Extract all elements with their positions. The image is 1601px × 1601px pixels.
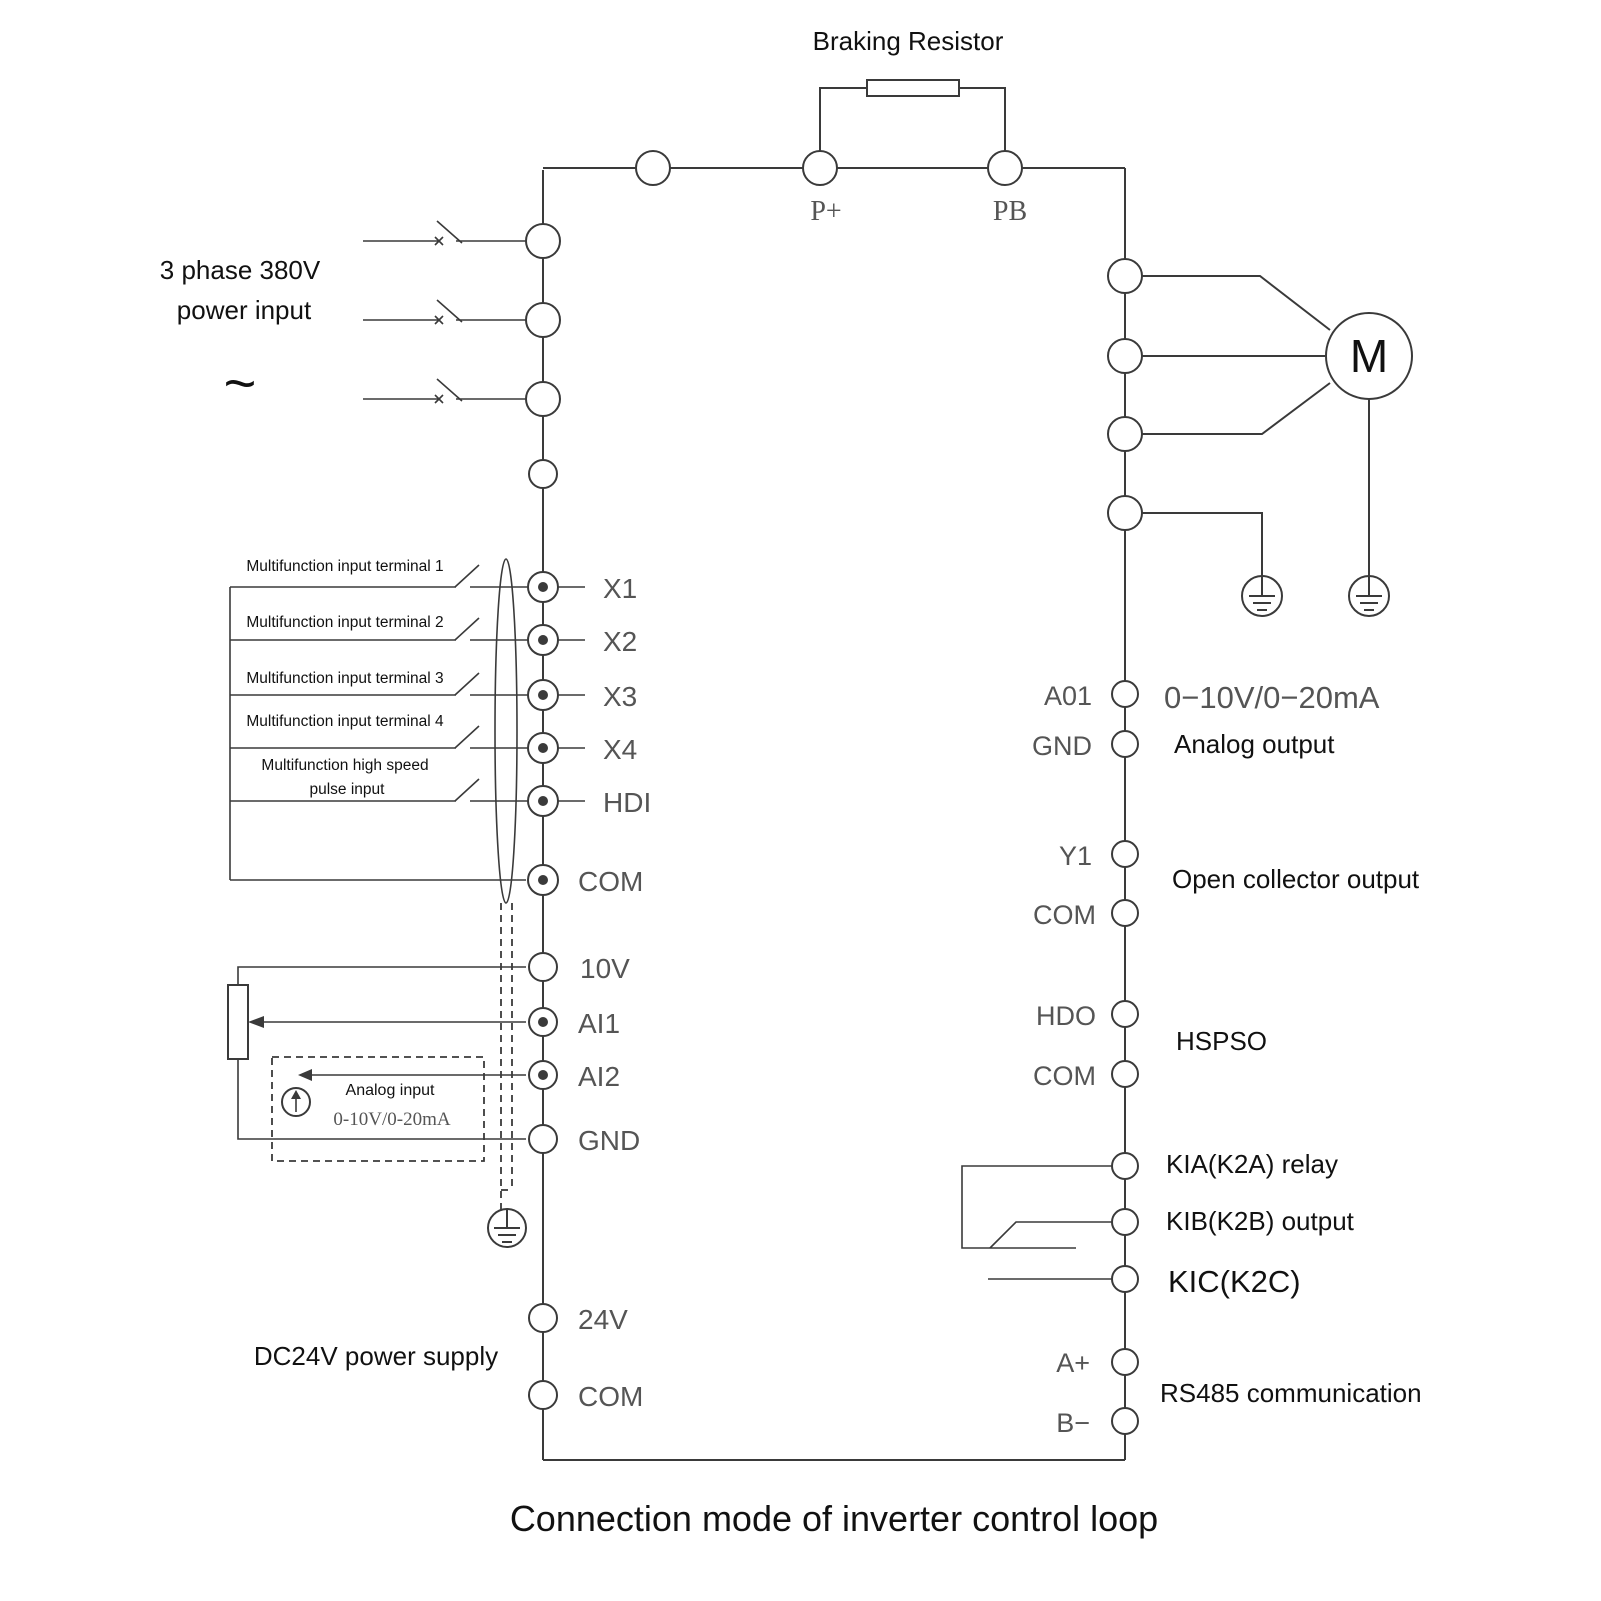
mf-input-label-1: Multifunction input terminal 1: [246, 558, 443, 575]
gnd-right-label: GND: [1032, 731, 1092, 761]
terminal-t: [525, 381, 561, 417]
analog-input-label: Analog input: [346, 1082, 436, 1099]
mf-input-label-3: Multifunction input terminal 3: [246, 670, 443, 687]
ground-icon: [1348, 575, 1390, 617]
x3-label: X3: [603, 681, 637, 712]
x4-label: X4: [603, 734, 637, 765]
terminal-a-plus: [1111, 1348, 1139, 1376]
braking-resistor: [635, 79, 1023, 186]
analog-output-range: 0−10V/0−20mA: [1164, 680, 1380, 715]
x1-label: X1: [603, 573, 637, 604]
24v-label: 24V: [578, 1304, 628, 1335]
hdo-label: HDO: [1036, 1001, 1096, 1031]
com-24v-label: COM: [578, 1381, 643, 1412]
motor-wiring: [1107, 258, 1413, 582]
terminal-com-24v: [528, 1380, 558, 1410]
terminal-w: [1107, 416, 1143, 452]
b-minus-label: B−: [1056, 1408, 1090, 1438]
power-input-line1: 3 phase 380V: [160, 255, 321, 285]
rs485-terminals: [1111, 1348, 1139, 1435]
analog-input-wiring: [227, 952, 558, 1162]
input-terminals: [527, 571, 559, 896]
ai2-label: AI2: [578, 1061, 620, 1092]
power-input-line2: power input: [177, 295, 312, 325]
a01-label: A01: [1044, 681, 1092, 711]
hspso-label: HSPSO: [1176, 1026, 1267, 1056]
terminal-p-plus: [802, 150, 838, 186]
ground-icon: [1241, 575, 1283, 617]
terminal-gnd-right: [1111, 730, 1139, 758]
terminal-kia: [1111, 1152, 1139, 1180]
terminal-pb: [987, 150, 1023, 186]
analog-input-range: 0-10V/0-20mA: [333, 1109, 450, 1130]
p-plus-label: P+: [810, 196, 841, 227]
com-oc-label: COM: [1033, 900, 1096, 930]
terminal-u: [1107, 258, 1143, 294]
com-input-label: COM: [578, 866, 643, 897]
terminal-10v: [528, 952, 558, 982]
relay-wiring: [961, 1152, 1139, 1293]
y1-label: Y1: [1059, 841, 1092, 871]
dc24v-terminals: [528, 1303, 558, 1410]
terminal-pe-right: [1107, 495, 1143, 531]
dc24v-label: DC24V power supply: [254, 1341, 498, 1371]
ai1-label: AI1: [578, 1008, 620, 1039]
terminal-gnd-left: [528, 1124, 558, 1154]
motor-label: M: [1350, 330, 1388, 382]
power-input-switches: [363, 220, 561, 489]
terminal-a01: [1111, 680, 1139, 708]
multifunction-input-wiring: [229, 558, 585, 1210]
output-terminals: [1111, 680, 1139, 1088]
com-hdo-label: COM: [1033, 1061, 1096, 1091]
braking-resistor-label: Braking Resistor: [813, 26, 1004, 56]
terminal-com-oc: [1111, 899, 1139, 927]
ac-symbol: ~: [224, 351, 257, 414]
terminal-v: [1107, 338, 1143, 374]
terminal-b-minus: [1111, 1407, 1139, 1435]
diagram-title: Connection mode of inverter control loop: [510, 1498, 1158, 1539]
ground-icon: [487, 1208, 527, 1248]
relay-c-label: KIC(K2C): [1168, 1264, 1301, 1299]
terminal-hdo: [1111, 1000, 1139, 1028]
open-collector-label: Open collector output: [1172, 864, 1420, 894]
terminal-s: [525, 302, 561, 338]
terminal-kib: [1111, 1208, 1139, 1236]
a-plus-label: A+: [1056, 1348, 1090, 1378]
x2-label: X2: [603, 626, 637, 657]
terminal-kic: [1111, 1265, 1139, 1293]
motor-symbol: [1325, 312, 1413, 400]
rs485-label: RS485 communication: [1160, 1378, 1422, 1408]
terminal-top-unlabeled: [635, 150, 671, 186]
relay-a-label: KIA(K2A) relay: [1166, 1149, 1338, 1179]
mf-input-label-4: Multifunction input terminal 4: [246, 713, 444, 730]
terminal-24v: [528, 1303, 558, 1333]
hdi-label: HDI: [603, 787, 651, 818]
10v-label: 10V: [580, 953, 630, 984]
gnd-left-label: GND: [578, 1125, 640, 1156]
terminal-pe-left: [528, 459, 558, 489]
terminal-com-hdo: [1111, 1060, 1139, 1088]
mf-input-label-2: Multifunction input terminal 2: [246, 614, 443, 631]
analog-output-label: Analog output: [1174, 729, 1335, 759]
mf-input-label-5-line1: Multifunction high speed: [261, 757, 428, 774]
relay-b-label: KIB(K2B) output: [1166, 1206, 1355, 1236]
terminal-r: [525, 223, 561, 259]
mf-input-label-5-line2: pulse input: [310, 781, 386, 798]
pb-label: PB: [993, 196, 1027, 227]
terminal-y1: [1111, 840, 1139, 868]
